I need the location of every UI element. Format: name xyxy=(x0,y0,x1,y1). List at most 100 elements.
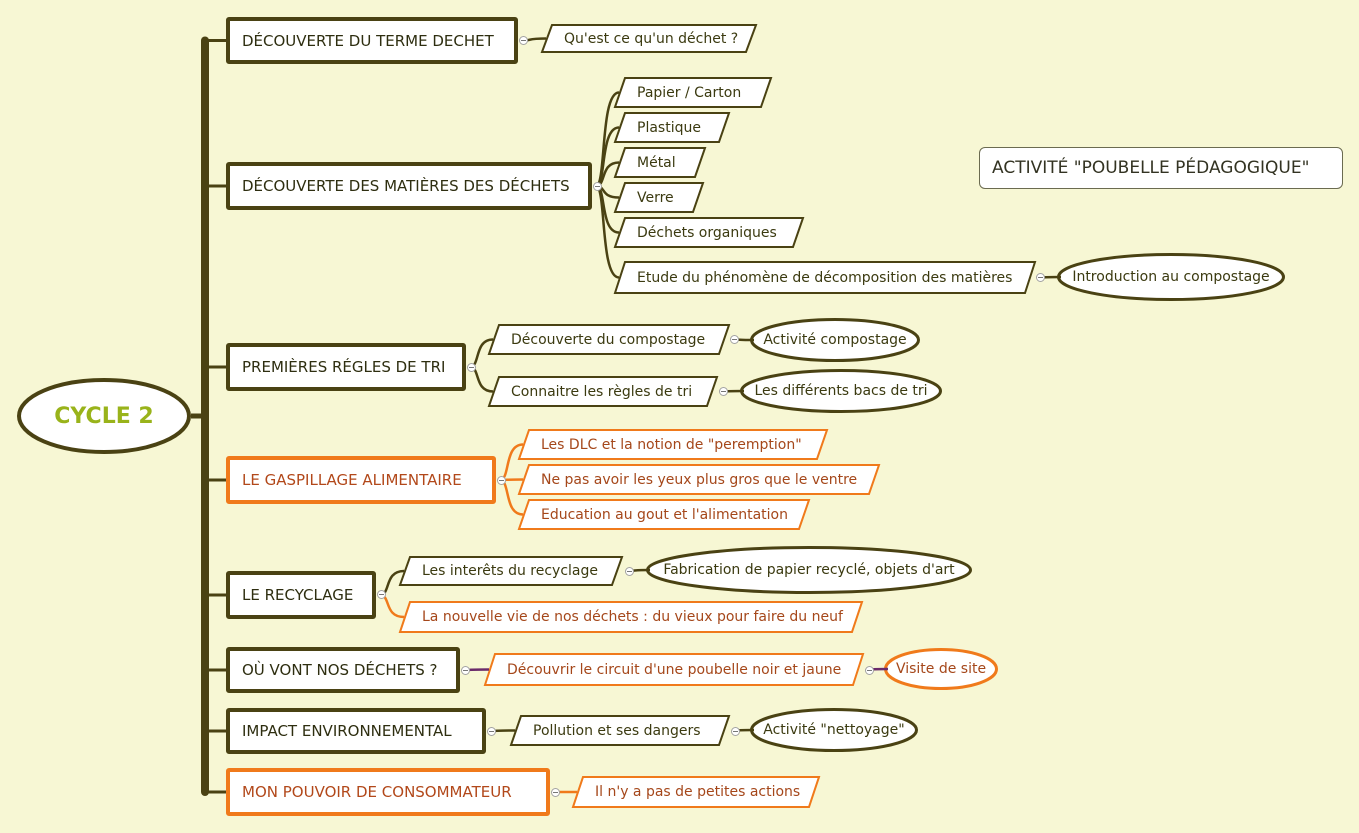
subtopic-label: Il n'y a pas de petites actions xyxy=(595,784,801,800)
topic-recyclage[interactable]: LE RECYCLAGE xyxy=(226,571,376,619)
subtopic-shape xyxy=(613,261,1037,294)
leaf-label: Les différents bacs de tri xyxy=(754,383,928,399)
topic-decouverte-matieres[interactable]: DÉCOUVERTE DES MATIÈRES DES DÉCHETS xyxy=(226,162,592,210)
collapse-toggle-icon[interactable] xyxy=(1036,273,1045,282)
topic-label: LE GASPILLAGE ALIMENTAIRE xyxy=(242,471,462,489)
root-label: CYCLE 2 xyxy=(54,403,154,429)
root-shape xyxy=(17,378,191,454)
subtopic-label: Pollution et ses dangers xyxy=(533,722,701,739)
collapse-toggle-icon[interactable] xyxy=(865,666,874,675)
subtopic-decouverte-compostage[interactable]: Découverte du compostage xyxy=(489,325,729,354)
subtopic-dechets-organiques[interactable]: Déchets organiques xyxy=(615,218,803,247)
subtopic-shape xyxy=(487,324,731,355)
collapse-toggle-icon[interactable] xyxy=(625,567,634,576)
subtopic-nouvelle-vie[interactable]: La nouvelle vie de nos déchets : du vieu… xyxy=(400,602,862,632)
subtopic-quest-ce-dechet[interactable]: Qu'est ce qu'un déchet ? xyxy=(542,25,756,52)
subtopic-label: Découvrir le circuit d'une poubelle noir… xyxy=(507,661,842,678)
topic-label: LE RECYCLAGE xyxy=(242,586,354,604)
subtopic-plastique[interactable]: Plastique xyxy=(615,113,729,142)
collapse-toggle-icon[interactable] xyxy=(377,590,386,599)
leaf-differents-bacs[interactable]: Les différents bacs de tri xyxy=(740,369,942,413)
topic-regles-tri[interactable]: PREMIÈRES RÉGLES DE TRI xyxy=(226,343,466,391)
subtopic-verre[interactable]: Verre xyxy=(615,183,703,212)
subtopic-education-gout[interactable]: Education au gout et l'alimentation xyxy=(519,500,809,529)
subtopic-decomposition[interactable]: Etude du phénomène de décomposition des … xyxy=(615,262,1035,293)
subtopic-label: Connaitre les règles de tri xyxy=(511,383,693,400)
subtopic-regles-tri[interactable]: Connaitre les règles de tri xyxy=(489,377,717,406)
collapse-toggle-icon[interactable] xyxy=(467,363,476,372)
leaf-label: Fabrication de papier recyclé, objets d'… xyxy=(663,562,955,578)
collapse-toggle-icon[interactable] xyxy=(731,727,740,736)
subtopic-shape xyxy=(571,776,821,808)
subtopic-petites-actions[interactable]: Il n'y a pas de petites actions xyxy=(573,777,819,807)
subtopic-shape xyxy=(613,182,705,213)
leaf-activite-compostage[interactable]: Activité compostage xyxy=(750,318,920,362)
collapse-toggle-icon[interactable] xyxy=(551,788,560,797)
root-node[interactable]: CYCLE 2 xyxy=(17,378,191,454)
topic-ou-vont-dechets[interactable]: OÙ VONT NOS DÉCHETS ? xyxy=(226,647,460,693)
subtopic-label: Plastique xyxy=(637,119,701,136)
subtopic-shape xyxy=(613,147,707,178)
subtopic-label: La nouvelle vie de nos déchets : du vieu… xyxy=(422,609,843,625)
leaf-papier-recycle[interactable]: Fabrication de papier recyclé, objets d'… xyxy=(646,546,972,594)
leaf-visite-site[interactable]: Visite de site xyxy=(884,648,998,690)
subtopic-label: Les DLC et la notion de "peremption" xyxy=(541,436,802,453)
collapse-toggle-icon[interactable] xyxy=(487,727,496,736)
subtopic-interets-recyclage[interactable]: Les interêts du recyclage xyxy=(400,557,622,585)
topic-label: OÙ VONT NOS DÉCHETS ? xyxy=(242,661,438,679)
leaf-label: Introduction au compostage xyxy=(1072,269,1270,285)
topic-label: IMPACT ENVIRONNEMENTAL xyxy=(242,722,452,740)
subtopic-shape xyxy=(483,653,865,686)
subtopic-shape xyxy=(487,376,719,407)
leaf-label: Activité "nettoyage" xyxy=(763,722,905,738)
collapse-toggle-icon[interactable] xyxy=(719,387,728,396)
leaf-label: Visite de site xyxy=(895,661,987,677)
subtopic-label: Education au gout et l'alimentation xyxy=(541,506,788,523)
collapse-toggle-icon[interactable] xyxy=(497,476,506,485)
subtopic-dlc-peremption[interactable]: Les DLC et la notion de "peremption" xyxy=(519,430,827,459)
subtopic-shape xyxy=(517,464,881,495)
topic-label: PREMIÈRES RÉGLES DE TRI xyxy=(242,358,446,376)
subtopic-shape xyxy=(398,601,864,633)
topic-gaspillage[interactable]: LE GASPILLAGE ALIMENTAIRE xyxy=(226,456,496,504)
subtopic-circuit-poubelle[interactable]: Découvrir le circuit d'une poubelle noir… xyxy=(485,654,863,685)
subtopic-shape xyxy=(613,77,773,108)
leaf-activite-nettoyage[interactable]: Activité "nettoyage" xyxy=(750,708,918,752)
collapse-toggle-icon[interactable] xyxy=(519,36,528,45)
leaf-label: Activité compostage xyxy=(763,332,907,348)
subtopic-label: Verre xyxy=(637,189,674,206)
floating-topic[interactable]: ACTIVITÉ "POUBELLE PÉDAGOGIQUE" xyxy=(979,147,1343,189)
subtopic-label: Qu'est ce qu'un déchet ? xyxy=(564,30,739,47)
subtopic-shape xyxy=(540,24,758,53)
collapse-toggle-icon[interactable] xyxy=(461,666,470,675)
subtopic-shape xyxy=(517,499,811,530)
subtopic-shape xyxy=(613,217,805,248)
subtopic-metal[interactable]: Métal xyxy=(615,148,705,177)
subtopic-label: Etude du phénomène de décomposition des … xyxy=(637,269,1013,286)
collapse-toggle-icon[interactable] xyxy=(593,182,602,191)
subtopic-label: Métal xyxy=(637,154,676,171)
subtopic-label: Les interêts du recyclage xyxy=(422,563,598,579)
collapse-toggle-icon[interactable] xyxy=(730,335,739,344)
subtopic-shape xyxy=(509,715,731,746)
topic-label: DÉCOUVERTE DES MATIÈRES DES DÉCHETS xyxy=(242,177,570,195)
subtopic-shape xyxy=(398,556,624,586)
subtopic-label: Découverte du compostage xyxy=(511,331,706,348)
subtopic-shape xyxy=(613,112,731,143)
subtopic-shape xyxy=(517,429,829,460)
subtopic-papier-carton[interactable]: Papier / Carton xyxy=(615,78,771,107)
subtopic-label: Papier / Carton xyxy=(637,84,742,101)
topic-impact-environnemental[interactable]: IMPACT ENVIRONNEMENTAL xyxy=(226,708,486,754)
floating-topic-label: ACTIVITÉ "POUBELLE PÉDAGOGIQUE" xyxy=(992,158,1310,178)
subtopic-label: Ne pas avoir les yeux plus gros que le v… xyxy=(541,471,858,488)
subtopic-label: Déchets organiques xyxy=(637,224,777,241)
subtopic-pollution-dangers[interactable]: Pollution et ses dangers xyxy=(511,716,729,745)
topic-label: DÉCOUVERTE DU TERME DECHET xyxy=(242,31,494,50)
topic-label: MON POUVOIR DE CONSOMMATEUR xyxy=(242,783,512,801)
subtopic-yeux-ventre[interactable]: Ne pas avoir les yeux plus gros que le v… xyxy=(519,465,879,494)
topic-decouverte-terme[interactable]: DÉCOUVERTE DU TERME DECHET xyxy=(226,17,518,64)
leaf-introduction-compostage[interactable]: Introduction au compostage xyxy=(1057,253,1285,301)
topic-pouvoir-consommateur[interactable]: MON POUVOIR DE CONSOMMATEUR xyxy=(226,768,550,816)
